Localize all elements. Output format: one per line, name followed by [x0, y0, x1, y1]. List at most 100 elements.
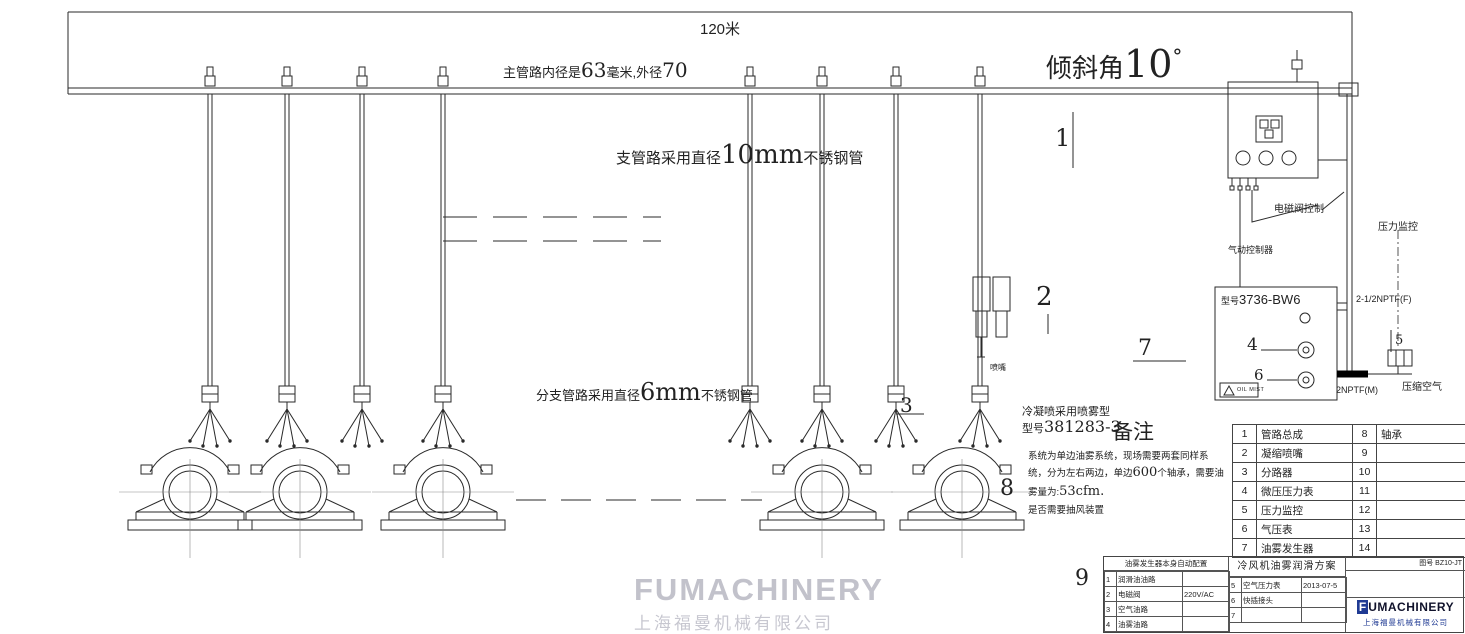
remarks-bearing-count: 600	[1132, 464, 1158, 480]
config-name: 空气油路	[1116, 601, 1183, 617]
part-name-cell	[1376, 538, 1465, 558]
part-name-cell: 凝缩喷嘴	[1256, 443, 1353, 463]
table-row: 7 油雾发生器 14	[1232, 538, 1465, 558]
nozzle-detail-label: 喷嘴	[990, 363, 1006, 372]
main-pipe-outer-diameter: 70	[662, 58, 688, 82]
part-name-cell	[1376, 481, 1465, 501]
config-spec	[1182, 571, 1230, 587]
parts-table: 1 管路总成 8 轴承 2 凝缩喷嘴 9 3 分路器 10 4 微压压力表 11…	[1232, 424, 1465, 558]
table-row: 4 微压压力表 11	[1232, 481, 1465, 501]
callout-7: 7	[1138, 336, 1152, 361]
fitting-m-label: 2NPTF(M)	[1336, 385, 1378, 395]
main-pipe-note: 主管路内径是63毫米,外径70	[503, 58, 688, 82]
drop-pipe-symbol	[420, 66, 466, 449]
branch-note-suffix: 不锈钢管	[803, 150, 864, 167]
title-block-empty-cell	[1346, 571, 1465, 598]
drawing-date: 2013-07-5	[1301, 577, 1347, 593]
part-name-cell: 轴承	[1376, 424, 1465, 444]
main-pipe-inner-diameter: 63	[581, 58, 607, 82]
mist-generator-symbol	[1214, 286, 1338, 401]
part-name-cell: 压力监控	[1256, 500, 1353, 520]
logo-company-name: 上海福曼机械有限公司	[1363, 618, 1448, 627]
extra-num: 7	[1229, 607, 1242, 623]
bearing-symbol	[750, 447, 894, 559]
drop-pipe-symbol	[873, 66, 919, 449]
remarks-text-1: 系统为单边油雾系统，现场需要两套同样系统，分为左右两边，单边	[1028, 451, 1209, 479]
table-row: 6 气压表 13	[1232, 519, 1465, 539]
part-number-cell: 1	[1232, 424, 1257, 444]
air-supply-piping	[1337, 82, 1413, 378]
incline-prefix: 倾斜角	[1046, 54, 1125, 84]
config-spec	[1182, 601, 1230, 617]
logo-brand-text: UMACHINERY	[1368, 600, 1455, 614]
main-pipe-note-mid: 毫米,外径	[606, 65, 663, 80]
config-num: 2	[1104, 586, 1117, 602]
bearing-symbol	[890, 447, 1034, 559]
drop-pipe-symbol	[957, 66, 1003, 449]
control-box-symbol	[1227, 50, 1347, 287]
branch-pipe-size: 10mm	[721, 140, 804, 170]
branch-note-prefix: 支管路采用直径	[616, 150, 722, 167]
callout-2: 2	[1036, 282, 1053, 312]
config-num: 4	[1104, 616, 1117, 632]
watermark-company: 上海福曼机械有限公司	[634, 614, 834, 633]
nozzle-note-line2: 型号381283-3	[1022, 417, 1121, 437]
table-row: 3 分路器 10	[1232, 462, 1465, 482]
sub-branch-pipe-size: 6mm	[640, 378, 701, 406]
title-section: 冷风机油雾润滑方案 5 空气压力表 2013-07-5 6 快插接头 7	[1229, 557, 1347, 632]
table-row: 2 电磁阀 220V/AC	[1104, 586, 1230, 602]
part-name-cell: 气压表	[1256, 519, 1353, 539]
table-row: 5 压力监控 12	[1232, 500, 1465, 520]
extra-name: 空气压力表	[1241, 577, 1302, 593]
sub-branch-note-suffix: 不锈钢管	[700, 388, 753, 403]
part-number-cell: 3	[1232, 462, 1257, 482]
drop-pipe-symbol	[187, 66, 233, 449]
nozzle-model-prefix: 型号	[1022, 423, 1044, 435]
part-name-cell	[1376, 462, 1465, 482]
extra-name	[1241, 607, 1302, 623]
watermark: FUMACHINERY 上海福曼机械有限公司	[634, 572, 884, 634]
callout-5: 5	[1395, 333, 1404, 348]
sub-branch-note-prefix: 分支管路采用直径	[536, 388, 641, 403]
remarks-question: 是否需要抽风装置	[1028, 505, 1105, 517]
bearing-symbol	[228, 447, 372, 559]
table-row: 7	[1229, 607, 1347, 623]
table-row: 3 空气油路	[1104, 601, 1230, 617]
branch-pipe-note: 支管路采用直径10mm不锈钢管	[616, 140, 863, 170]
callout-6: 6	[1254, 366, 1264, 384]
part-number-cell: 14	[1352, 538, 1377, 558]
part-number-cell: 8	[1352, 424, 1377, 444]
callout-1: 1	[1055, 124, 1071, 152]
part-number-cell: 5	[1232, 500, 1257, 520]
remarks-text-2: 个轴承，需要油雾量为:	[1028, 467, 1224, 498]
remarks-title: 备注	[1112, 420, 1154, 444]
config-header: 油雾发生器本身自动配置	[1104, 557, 1228, 571]
table-row: 1 管路总成 8 轴承	[1232, 424, 1465, 444]
part-name-cell: 分路器	[1256, 462, 1353, 482]
config-name: 润滑油油路	[1116, 571, 1183, 587]
nozzle-detail-symbol	[972, 276, 1011, 358]
remarks-note: 系统为单边油雾系统，现场需要两套同样系统，分为左右两边，单边600个轴承，需要油…	[1028, 450, 1226, 518]
part-number-cell: 12	[1352, 500, 1377, 520]
part-number-cell: 11	[1352, 481, 1377, 501]
config-spec	[1182, 616, 1230, 632]
main-pipe	[68, 87, 1352, 95]
main-pipe-note-prefix: 主管路内径是	[503, 65, 582, 80]
part-number-cell: 10	[1352, 462, 1377, 482]
callout-9: 9	[1075, 566, 1089, 591]
logo-initial: F	[1356, 600, 1369, 614]
device-model-label: 型号3736-BW6	[1221, 291, 1300, 309]
watermark-brand: FUMACHINERY	[634, 572, 884, 607]
table-row: 5 空气压力表 2013-07-5	[1229, 577, 1347, 593]
callout-leaders	[896, 112, 1392, 415]
drop-pipe-symbol	[799, 66, 845, 449]
bearing-symbol	[118, 447, 262, 559]
part-name-cell	[1376, 519, 1465, 539]
device-model-number: 3736-BW6	[1239, 292, 1301, 307]
device-model-prefix: 型号	[1221, 296, 1240, 306]
config-num: 1	[1104, 571, 1117, 587]
